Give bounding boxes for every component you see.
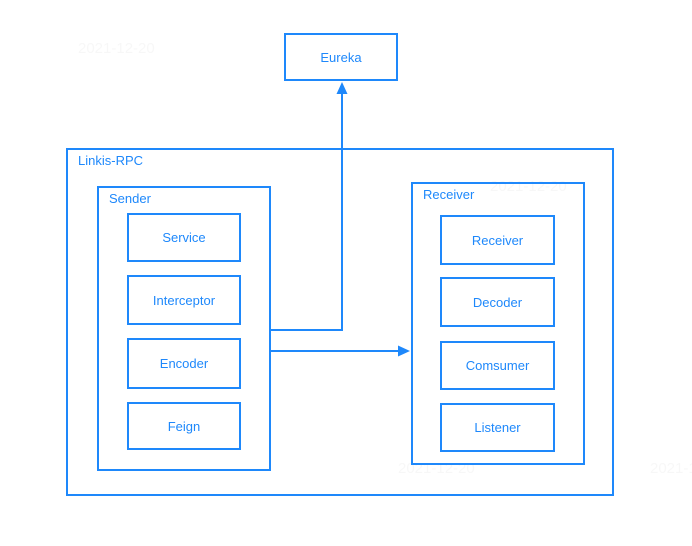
node-receiver-label: Receiver	[471, 232, 524, 248]
node-encoder: Encoder	[127, 338, 241, 389]
node-interceptor: Interceptor	[127, 275, 241, 325]
group-receiver: Receiver Receiver Decoder Comsumer Liste…	[411, 182, 585, 465]
node-listener: Listener	[440, 403, 555, 452]
watermark-text: 2021-12-20	[650, 460, 692, 477]
node-service: Service	[127, 213, 241, 262]
node-eureka-label: Eureka	[320, 49, 362, 65]
node-interceptor-label: Interceptor	[152, 292, 216, 308]
node-comsumer: Comsumer	[440, 341, 555, 390]
watermark-text: 2021-12-20	[78, 40, 155, 57]
group-linkis-rpc: Linkis-RPC Sender Service Interceptor En…	[66, 148, 614, 496]
node-comsumer-label: Comsumer	[465, 358, 530, 373]
group-linkis-rpc-label: Linkis-RPC	[78, 153, 144, 168]
node-feign: Feign	[127, 402, 241, 450]
node-eureka: Eureka	[284, 33, 398, 81]
node-decoder-label: Decoder	[472, 294, 523, 310]
node-feign-label: Feign	[167, 418, 201, 434]
group-sender-label: Sender	[109, 191, 151, 206]
connector-sender-eureka-arrowhead-up	[336, 82, 348, 94]
node-service-label: Service	[162, 230, 206, 245]
node-decoder: Decoder	[440, 277, 555, 327]
node-encoder-label: Encoder	[159, 356, 209, 371]
node-receiver: Receiver	[440, 215, 555, 265]
group-sender: Sender Service Interceptor Encoder Feign	[97, 186, 271, 471]
group-receiver-label: Receiver	[423, 187, 475, 202]
node-listener-label: Listener	[474, 420, 521, 435]
